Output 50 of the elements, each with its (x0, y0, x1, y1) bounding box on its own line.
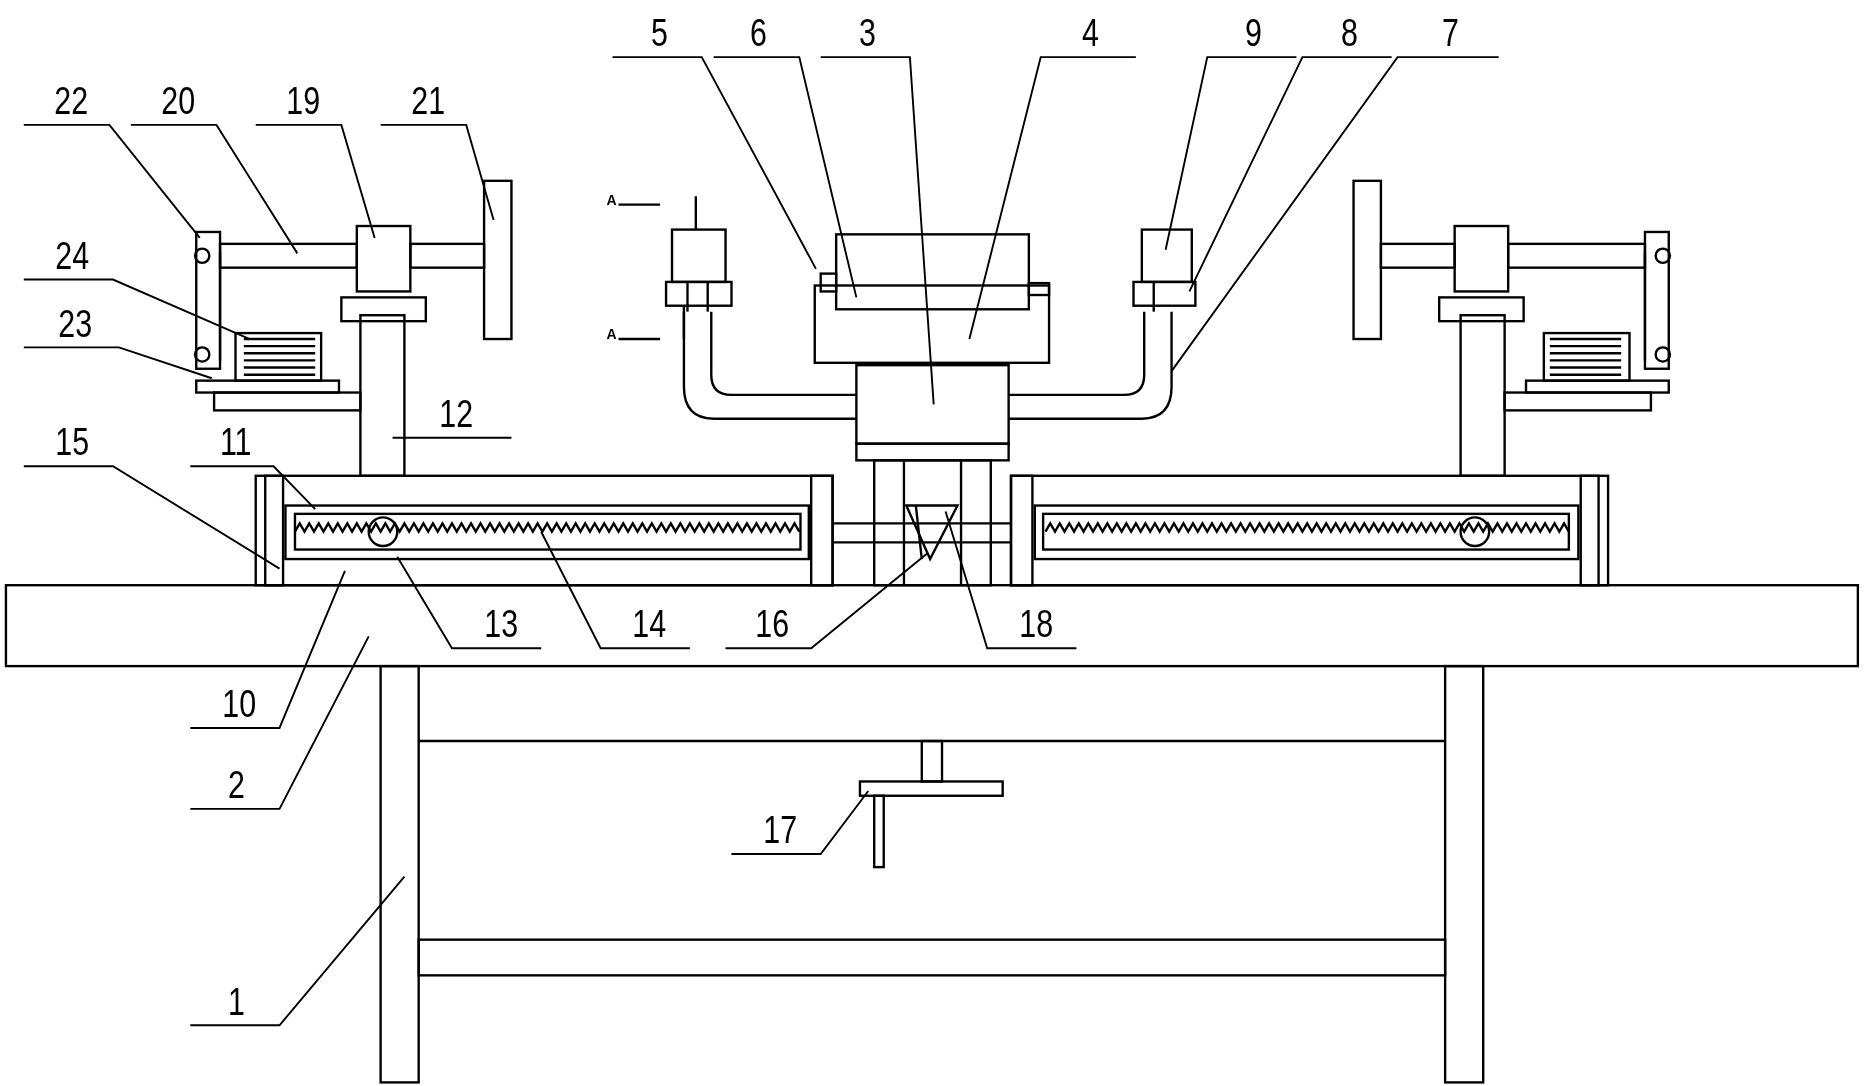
callout-number: 11 (220, 423, 252, 462)
leader-line (611, 56, 817, 270)
leader-line (1164, 56, 1298, 251)
leader-line (189, 465, 317, 511)
callout-number: 19 (285, 82, 320, 121)
callout-number: 16 (755, 605, 790, 644)
leader-line (396, 555, 543, 650)
leader-line (22, 123, 201, 239)
leader-line (22, 278, 251, 340)
callout-number: 13 (483, 605, 518, 644)
leader-line (189, 875, 406, 1027)
leader-line (712, 56, 858, 299)
leader-line (540, 530, 691, 650)
leader-line (730, 790, 870, 855)
section-label: A (606, 327, 617, 342)
callout-number: 22 (53, 82, 88, 121)
leader-line (189, 570, 346, 729)
leader-line (22, 465, 281, 570)
leader-line (724, 552, 929, 650)
callout-number: 23 (58, 304, 93, 343)
callout-number: 20 (160, 82, 195, 121)
callout-number: 4 (1081, 14, 1099, 53)
callout-number: 12 (439, 394, 474, 433)
leader-line (129, 123, 299, 255)
callout-number: 15 (55, 423, 90, 462)
leader-line (1188, 56, 1393, 293)
leader-line (819, 56, 935, 406)
leader-line (968, 56, 1137, 340)
callout-number: 1 (228, 982, 246, 1021)
leader-line (944, 510, 1078, 650)
callout-number: 6 (750, 14, 768, 53)
leader-line (1170, 56, 1500, 373)
callout-number: 17 (763, 811, 798, 850)
callout-number: 3 (858, 14, 876, 53)
leader-line (189, 635, 370, 810)
leader-line (391, 436, 513, 439)
callout-number: 9 (1245, 14, 1263, 53)
callout-number: 5 (650, 14, 668, 53)
leader-line (379, 123, 495, 221)
leader-line (22, 346, 213, 380)
callout-number: 10 (222, 685, 257, 724)
callout-number: 2 (228, 766, 246, 805)
callout-number: 8 (1340, 14, 1358, 53)
callout-number: 14 (632, 605, 667, 644)
section-label: A (606, 192, 617, 207)
callout-number: 24 (55, 236, 90, 275)
callout-number: 7 (1441, 14, 1459, 53)
leader-line (254, 123, 376, 239)
callout-number: 18 (1019, 605, 1053, 644)
callout-number: 21 (410, 82, 445, 121)
